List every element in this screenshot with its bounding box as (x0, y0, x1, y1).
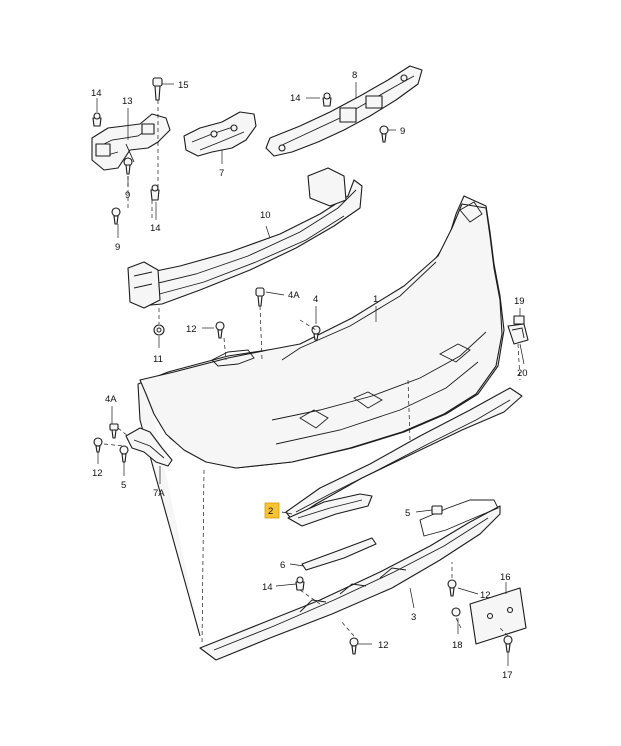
screw-17 (503, 635, 513, 653)
callout-12-c: 12 (378, 640, 389, 651)
callout-14-d: 14 (262, 582, 273, 593)
callout-17: 17 (502, 670, 513, 681)
bracket-13 (91, 113, 171, 171)
callout-7a: 7A (153, 488, 165, 499)
screw-12-right (447, 579, 457, 597)
impact-beam-10 (127, 167, 363, 309)
sensor-19 (513, 315, 525, 325)
nut-11 (153, 324, 165, 336)
screw-9-c (379, 125, 389, 143)
callout-8: 8 (352, 70, 357, 81)
callout-5-left: 5 (121, 480, 126, 491)
screw-4a-top (255, 287, 265, 307)
callout-16: 16 (500, 572, 511, 583)
callout-19: 19 (514, 296, 525, 307)
callout-labels: 14 13 15 7 8 14 9 9 14 9 10 12 11 4A 4 1… (91, 70, 528, 681)
callout-12-a: 12 (186, 324, 197, 335)
clip-14-top (322, 92, 332, 107)
callout-10: 10 (260, 210, 271, 221)
callout-4: 4 (313, 294, 318, 305)
callout-14-a: 14 (91, 88, 102, 99)
screw-4 (311, 325, 321, 341)
nut-18 (451, 607, 461, 617)
callout-12-d: 12 (480, 590, 491, 601)
callout-3: 3 (411, 612, 416, 623)
clip-14-lower (295, 576, 305, 591)
callout-14-c: 14 (150, 223, 161, 234)
callout-20: 20 (517, 368, 528, 379)
callout-15: 15 (178, 80, 189, 91)
screw-9-b (111, 207, 121, 225)
screw-5-left (119, 445, 129, 463)
trim-6 (301, 537, 377, 571)
clip-14-left (92, 112, 102, 127)
callout-18: 18 (452, 640, 463, 651)
callout-5-right: 5 (405, 508, 410, 519)
assembly-lines (103, 100, 521, 645)
plate-bracket-16 (469, 587, 527, 645)
callout-2-highlight (264, 502, 280, 519)
screw-12-top (215, 321, 225, 339)
callout-12-b: 12 (92, 468, 103, 479)
leader-lines (96, 82, 525, 666)
callout-4a-left: 4A (105, 394, 117, 405)
clip-5-right (431, 505, 443, 515)
screw-15 (152, 77, 163, 101)
bracket-7 (183, 111, 257, 157)
bracket-7a (125, 427, 173, 467)
bumper-cover-1 (137, 195, 505, 637)
callout-9-c: 9 (115, 242, 120, 253)
bracket-8 (265, 65, 423, 157)
callout-4a-top: 4A (288, 290, 300, 301)
callout-9-a: 9 (400, 126, 405, 137)
lower-trim-strip (285, 387, 523, 521)
screw-9-a (123, 157, 133, 175)
callout-2: 2 (268, 506, 273, 517)
screw-4a-left (109, 423, 119, 439)
grille-2 (287, 493, 373, 527)
callout-7: 7 (219, 168, 224, 179)
callout-9-b: 9 (125, 190, 130, 201)
callout-6: 6 (280, 560, 285, 571)
nut-12-left (93, 437, 103, 453)
diffuser-3 (199, 499, 501, 661)
screw-12-lower (349, 637, 359, 655)
callout-13: 13 (122, 96, 133, 107)
callout-14-b: 14 (290, 93, 301, 104)
callout-1: 1 (373, 294, 378, 305)
clip-14-mid (150, 184, 160, 201)
callout-11: 11 (153, 354, 163, 365)
sensor-holder-20 (507, 323, 529, 345)
